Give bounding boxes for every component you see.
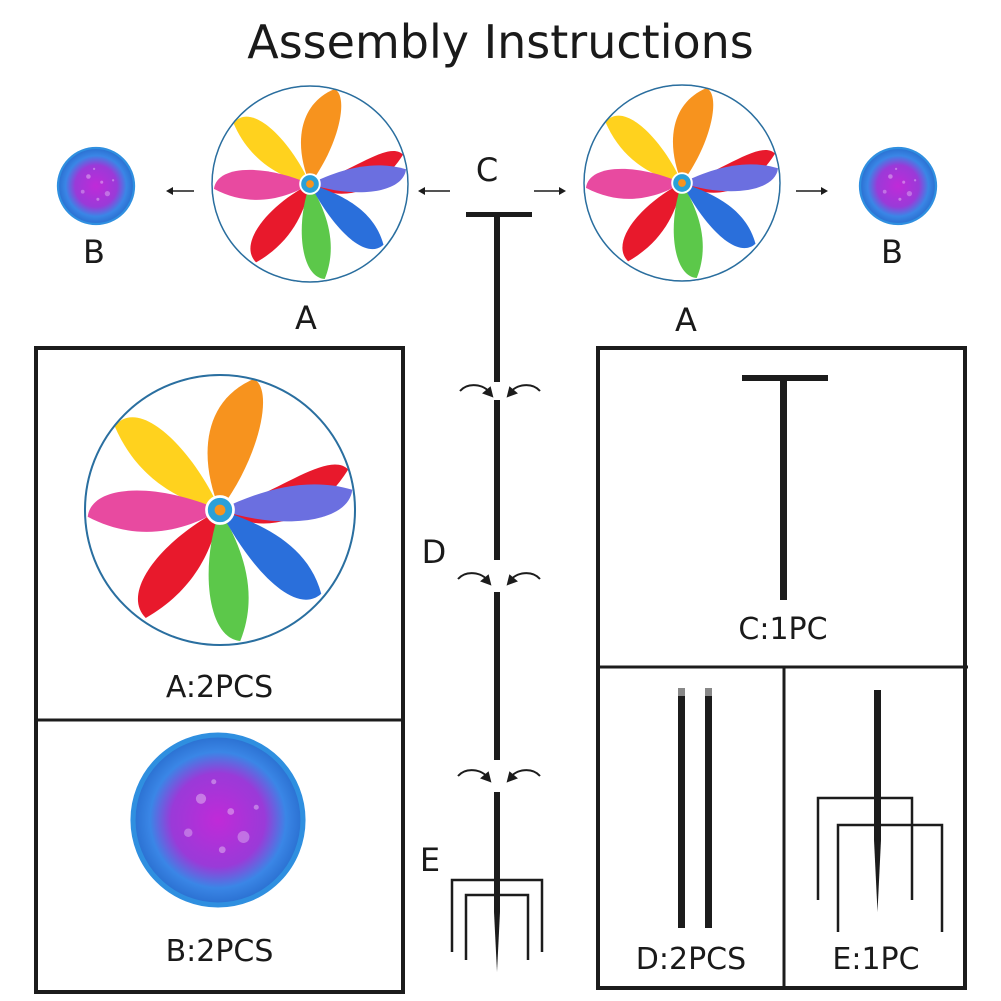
caption-d: D:2PCS [635, 942, 747, 977]
label-e: E [419, 841, 441, 879]
caption-e: E:1PC [832, 942, 920, 977]
part-c-t-bar [742, 375, 828, 600]
rotate-arrows-icon [457, 769, 541, 783]
rotate-arrows-icon [457, 572, 541, 586]
part-d-rods [678, 688, 712, 928]
arrow-right-icon [796, 187, 828, 195]
arrow-left-icon [166, 187, 194, 195]
cap-b-right [858, 146, 938, 226]
pinwheel-a-right [583, 84, 781, 282]
label-a-left: A [295, 299, 317, 337]
label-d: D [421, 533, 447, 571]
label-b-left: B [83, 233, 105, 271]
assembled-pole [466, 212, 532, 972]
rotate-arrows-icon [459, 384, 541, 398]
part-e-stake [816, 690, 944, 932]
label-a-right: A [675, 301, 697, 339]
pinwheel-a-large [83, 373, 357, 647]
label-b-right: B [881, 233, 903, 271]
cap-b-left [56, 146, 136, 226]
parts-box-right [596, 346, 968, 990]
arrow-right-icon [534, 187, 566, 195]
caption-b: B:2PCS [165, 934, 274, 969]
caption-a: A:2PCS [165, 670, 274, 705]
caption-c: C:1PC [738, 612, 828, 647]
page-title: Assembly Instructions [247, 15, 754, 69]
arrow-left-icon [418, 187, 450, 195]
stake-fork-assembled [450, 878, 544, 960]
cap-b-large [133, 735, 303, 905]
label-c: C [475, 151, 499, 189]
parts-box-left [34, 346, 405, 994]
pinwheel-a-left [211, 85, 409, 283]
